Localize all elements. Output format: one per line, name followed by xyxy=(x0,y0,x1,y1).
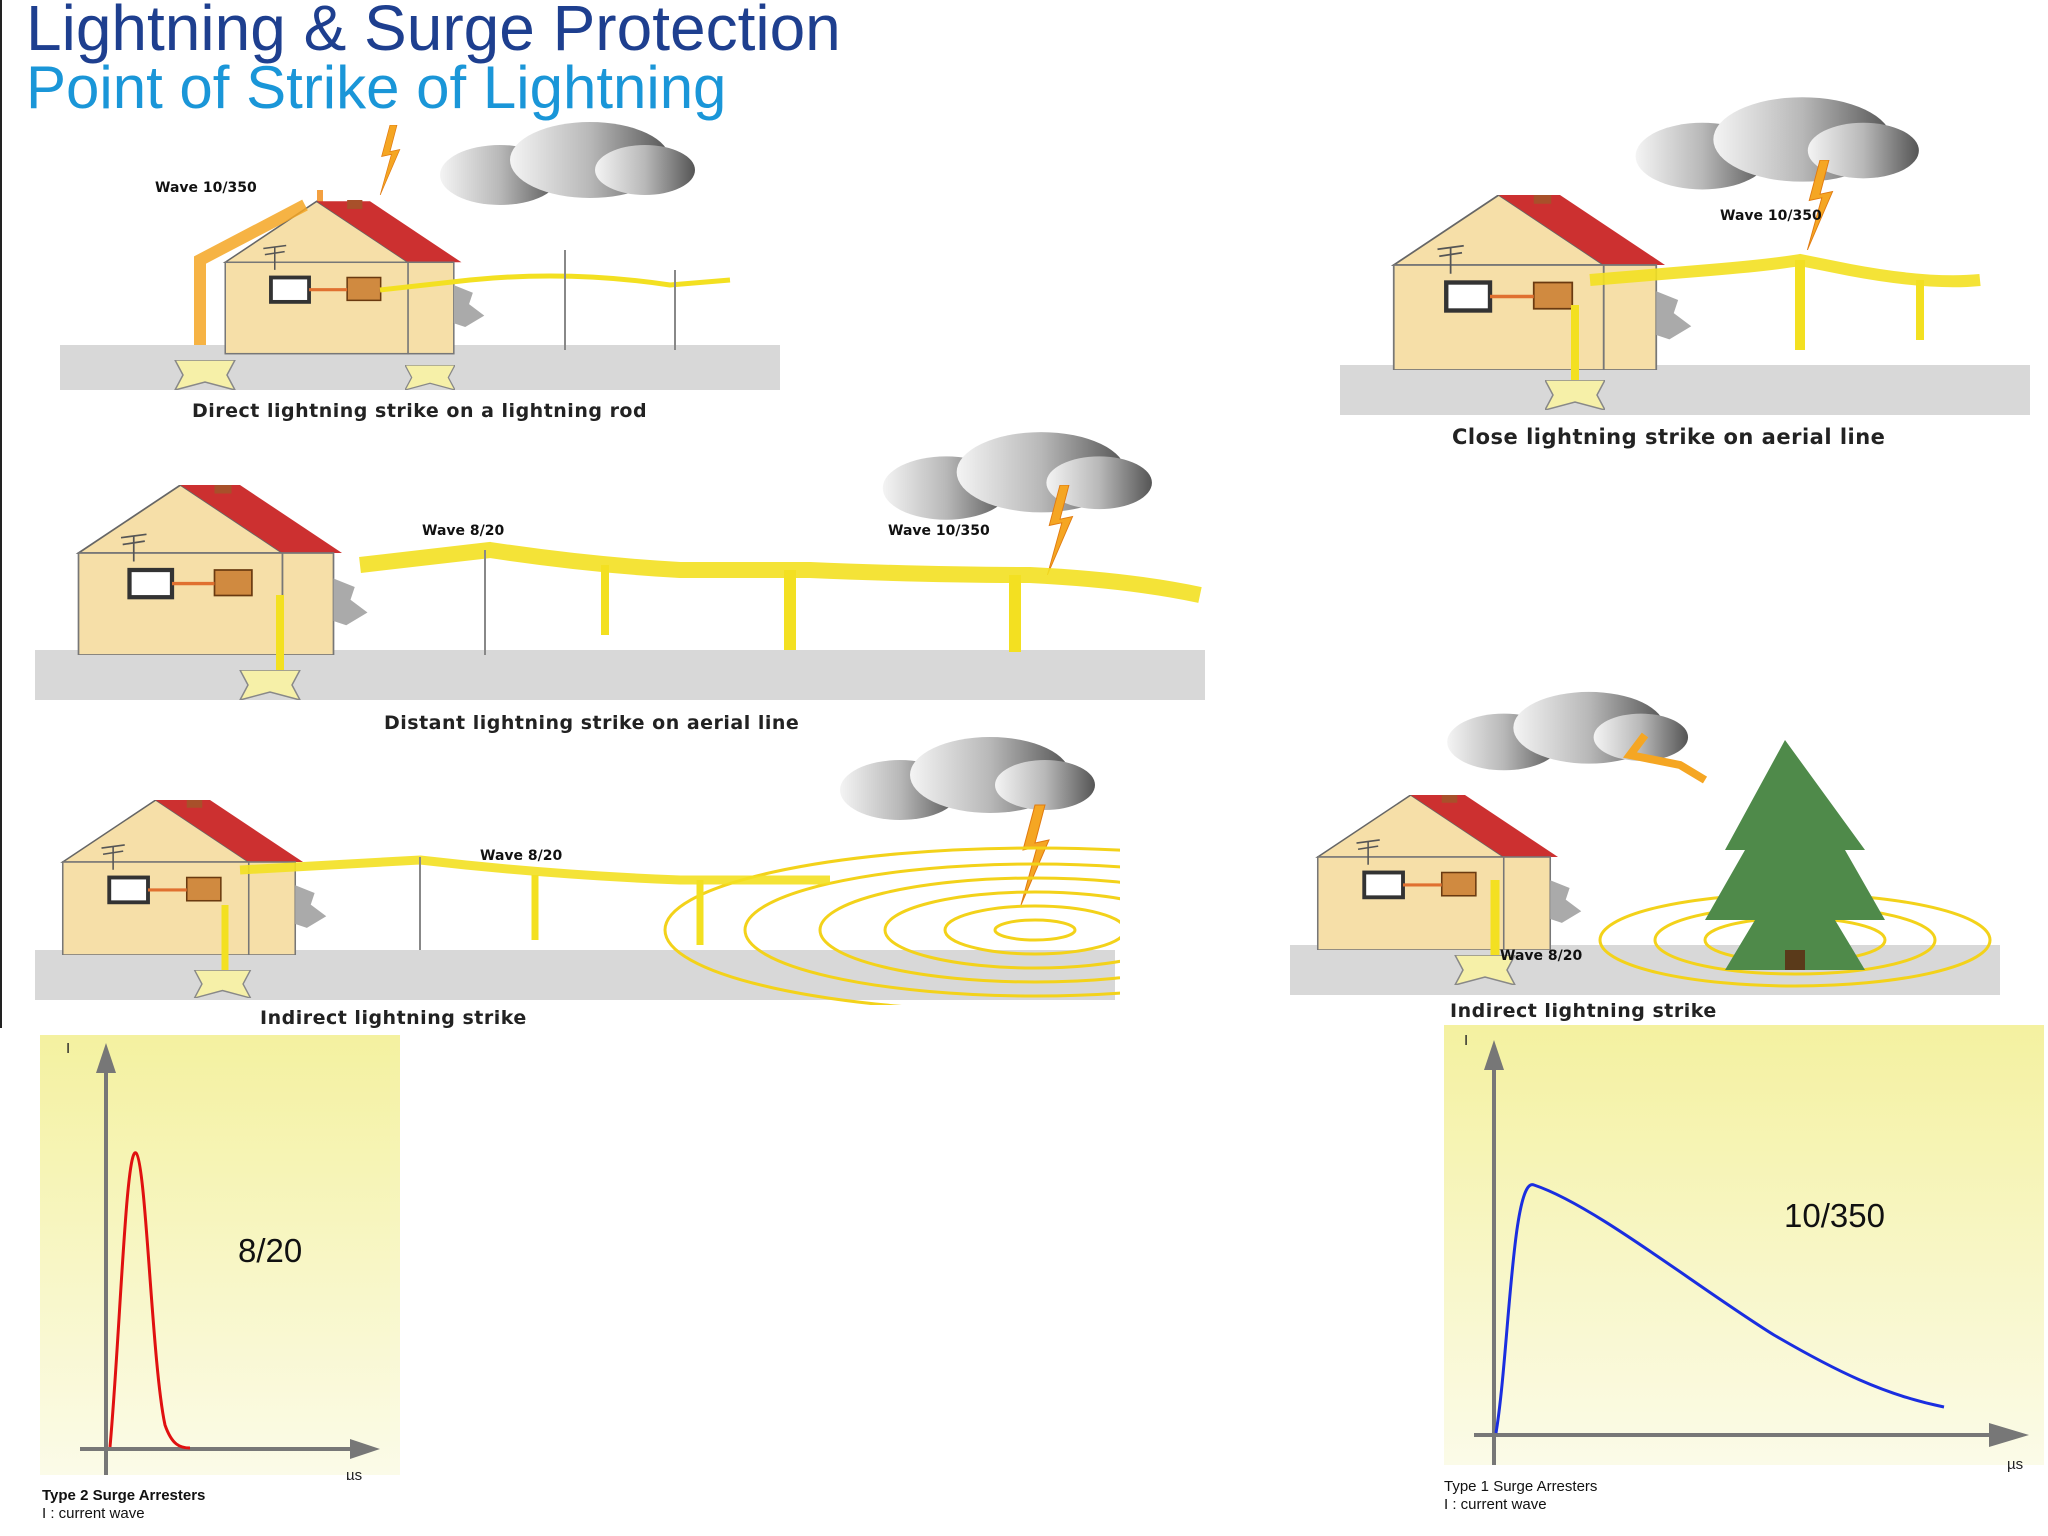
y-axis-label: I xyxy=(1464,1032,1468,1049)
x-axis-arrow-icon xyxy=(1989,1423,2029,1447)
house-illustration xyxy=(1315,795,1584,950)
wave-ratio-label: 10/350 xyxy=(1784,1197,1885,1234)
ground-strip xyxy=(35,650,1205,700)
waveform-panel-type1: I µs 10/350 xyxy=(1444,1025,2044,1485)
waveform-background xyxy=(40,1035,400,1475)
lightning-bolt-icon xyxy=(1020,804,1050,906)
ground-ripples xyxy=(663,846,1120,1005)
caption-distant-aerial: Distant lightning strike on aerial line xyxy=(384,712,800,734)
left-edge-rule xyxy=(0,0,2,1028)
waveform-background xyxy=(1444,1025,2044,1465)
wave-label: Wave 10/350 xyxy=(155,180,257,196)
cloud-icon xyxy=(840,737,1095,820)
cloud-icon xyxy=(1635,97,1919,190)
scene-close-aerial: Wave 10/350 xyxy=(1330,90,2040,420)
page-subtitle: Point of Strike of Lightning xyxy=(26,54,727,121)
ground-strip xyxy=(1340,365,2030,415)
current-wave-note: I : current wave xyxy=(42,1505,145,1522)
wave-label: Wave 8/20 xyxy=(1500,948,1582,964)
wave-ratio-label: 8/20 xyxy=(238,1232,302,1269)
wave-label: Wave 8/20 xyxy=(480,848,562,864)
aerial-line xyxy=(359,541,1202,603)
scene-distant-aerial: Wave 8/20 Wave 10/350 xyxy=(30,430,1210,705)
caption-indirect-ground: Indirect lightning strike xyxy=(260,1007,527,1029)
wave-label-8-20: Wave 8/20 xyxy=(422,523,504,539)
lightning-bolt-icon xyxy=(379,125,401,195)
aerial-line xyxy=(1589,253,1981,288)
caption-indirect-tree: Indirect lightning strike xyxy=(1450,1000,1717,1022)
x-axis-arrow-icon xyxy=(350,1439,380,1459)
page-title: Lightning & Surge Protection xyxy=(26,0,841,64)
house-illustration xyxy=(79,468,368,655)
cloud-icon xyxy=(440,122,695,205)
caption-direct-rod: Direct lightning strike on a lightning r… xyxy=(192,400,648,422)
wave-label-10-350: Wave 10/350 xyxy=(888,523,990,539)
current-wave-note: I : current wave xyxy=(1444,1496,1547,1513)
arrester-type-label: Type 2 Surge Arresters xyxy=(42,1487,206,1504)
scene-indirect-ground: Wave 8/20 xyxy=(30,735,1120,1005)
surge-path xyxy=(194,199,308,345)
current-wave-curve xyxy=(108,1151,191,1450)
tree-illustration xyxy=(1705,740,1885,970)
house-illustration xyxy=(223,200,487,355)
scene-indirect-tree: Wave 8/20 xyxy=(1285,680,2005,1000)
aerial-line xyxy=(379,273,731,293)
lightning-bolt-icon xyxy=(1622,732,1708,784)
cloud-icon xyxy=(882,432,1152,520)
wave-label: Wave 10/350 xyxy=(1720,208,1822,224)
scene-direct-rod: Wave 10/350 xyxy=(50,120,790,400)
arrester-type-label: Type 1 Surge Arresters xyxy=(1444,1478,1598,1495)
aerial-line xyxy=(239,855,830,885)
waveform-panel-type2: I µs 8/20 xyxy=(40,1035,400,1485)
x-axis-label: µs xyxy=(2007,1456,2023,1473)
y-axis-arrow-icon xyxy=(1484,1040,1504,1070)
current-wave-curve xyxy=(1494,1183,1945,1434)
caption-close-aerial: Close lightning strike on aerial line xyxy=(1452,425,1886,449)
y-axis-arrow-icon xyxy=(96,1043,116,1073)
x-axis-label: µs xyxy=(346,1467,362,1480)
y-axis-label: I xyxy=(66,1040,70,1057)
